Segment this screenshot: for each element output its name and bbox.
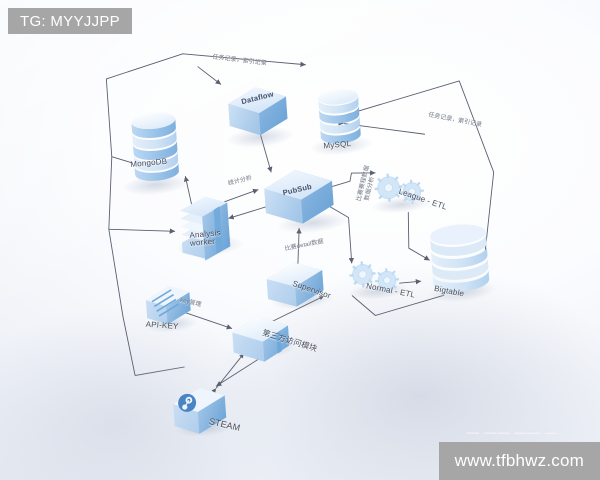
edge-league-bigtable — [407, 212, 430, 261]
node-analysis-worker[interactable] — [179, 194, 231, 262]
gear-icon — [374, 173, 424, 204]
node-normal-etl[interactable] — [349, 258, 400, 295]
edge-rail-analysis — [108, 228, 176, 234]
gear-icon — [349, 261, 400, 293]
edge-left-rail — [108, 156, 136, 376]
edge-apikey-thirdparty — [180, 310, 233, 330]
edge-steam-thirdparty — [211, 353, 245, 394]
node-label-analysis-worker: Analysis worker — [189, 228, 222, 248]
steam-logo-icon — [178, 393, 197, 412]
edge-analysis-pubsub — [221, 188, 259, 204]
edge-pubsub-analysis — [228, 206, 266, 220]
edge-thirdparty-steam — [215, 357, 261, 387]
node-bigtable[interactable] — [429, 222, 490, 294]
node-dataflow[interactable] — [227, 85, 288, 138]
edge-normal-bigtable — [399, 278, 422, 285]
edge-bigtable-rail — [351, 294, 445, 316]
node-mongodb[interactable] — [131, 111, 180, 183]
node-mysql[interactable] — [318, 88, 362, 146]
watermark-bottom-right: www.tfbhwz.com — [438, 442, 600, 480]
node-pubsub[interactable] — [263, 167, 334, 227]
edge-mysql-bigtable-frame — [343, 80, 495, 252]
node-steam[interactable] — [172, 385, 227, 436]
edge-mongodb-mysql — [105, 53, 306, 164]
edge-rail-bottom — [135, 366, 185, 376]
node-supervisor[interactable] — [266, 260, 325, 309]
node-league-etl[interactable] — [374, 171, 425, 207]
node-api-key[interactable] — [145, 284, 191, 326]
edge-top-dataflow — [197, 66, 222, 85]
node-third-party-module[interactable] — [231, 313, 290, 364]
edge-pubsub-league — [330, 170, 376, 188]
edge-pubsub-normal — [327, 204, 355, 264]
edge-supervisor-pubsub — [296, 228, 302, 267]
watermark-top-left: TG: MYYJJPP — [8, 8, 132, 34]
